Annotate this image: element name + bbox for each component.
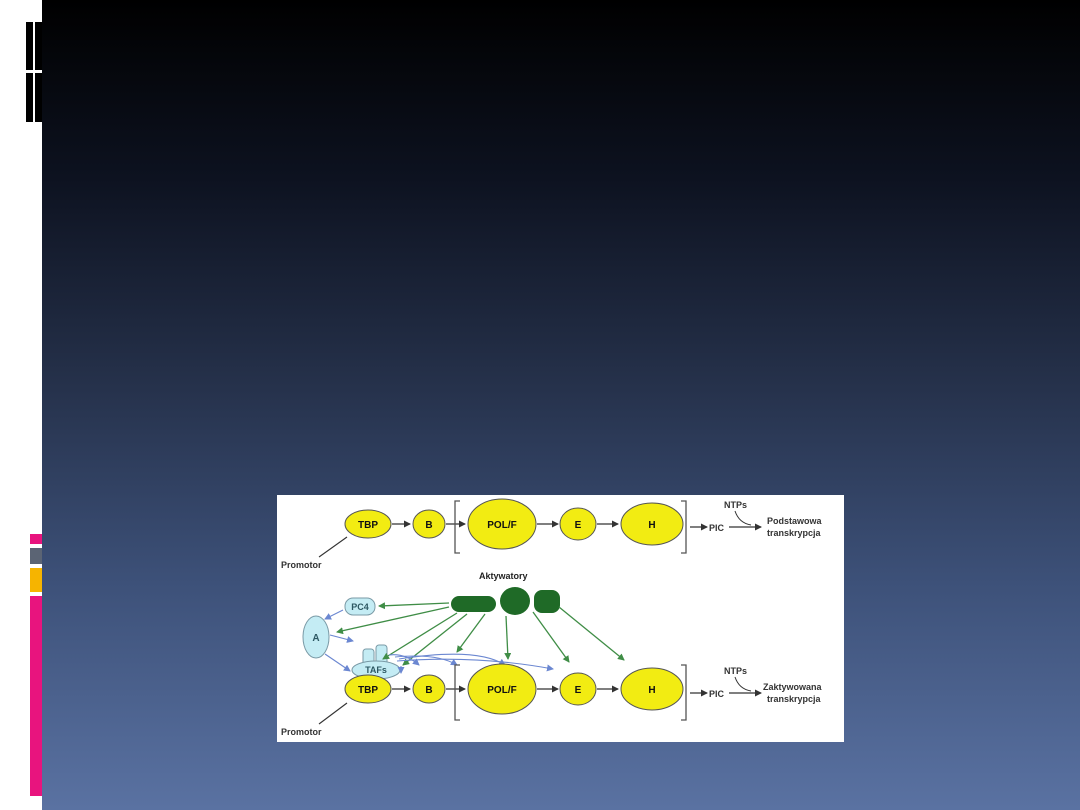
pc4-label: PC4 — [351, 602, 369, 612]
activated-tbp-label: TBP — [358, 685, 378, 696]
a-node — [302, 615, 330, 659]
activators-label: Aktywatory — [479, 571, 528, 581]
basal-bracket-right — [681, 500, 687, 554]
activated-ntps-arrow — [734, 676, 752, 692]
transcription-diagram: TBP B POL/F E H PIC NTPs — [277, 495, 844, 742]
a-label: A — [312, 633, 319, 644]
decor-square-gray — [30, 548, 42, 564]
basal-ntps-arrow — [734, 510, 752, 526]
basal-polf-node — [467, 498, 537, 550]
activated-tbp-node — [344, 674, 392, 704]
activated-h-node — [620, 667, 684, 711]
basal-h-node — [620, 502, 684, 546]
basal-tbp-node — [344, 509, 392, 539]
blue-arrow — [388, 654, 420, 666]
decor-square-orange — [30, 568, 42, 592]
green-arrow — [456, 613, 486, 653]
tafs-label: TAFs — [365, 665, 387, 675]
activator-round — [500, 587, 530, 615]
activated-polf-label: POL/F — [487, 685, 516, 696]
basal-pic-label: PIC — [709, 523, 725, 533]
basal-result-line1: Podstawowa — [767, 516, 823, 526]
activated-bracket-left — [454, 664, 460, 721]
activated-promoter-label: Promotor — [281, 727, 322, 737]
basal-result-line2: transkrypcja — [767, 528, 822, 538]
blue-arrow — [324, 653, 351, 672]
activated-promoter-pointer — [318, 702, 348, 725]
green-arrow — [378, 602, 450, 610]
basal-e-node — [559, 507, 597, 541]
activator-square — [534, 590, 560, 613]
green-arrow — [336, 606, 450, 635]
basal-bracket-left — [454, 500, 460, 554]
activated-h-label: H — [648, 685, 655, 696]
green-arrow — [382, 612, 458, 660]
basal-h-label: H — [648, 520, 655, 531]
pc4-node — [344, 597, 376, 616]
activators-group: Aktywatory — [451, 571, 560, 615]
diagram-canvas: TBP B POL/F E H PIC NTPs — [281, 498, 823, 737]
activated-ntps-label: NTPs — [724, 666, 747, 676]
basal-ntps-label: NTPs — [724, 500, 747, 510]
activated-bracket-right — [681, 664, 687, 721]
activated-polf-node — [467, 663, 537, 715]
basal-polf-label: POL/F — [487, 520, 516, 531]
activated-result-line2: transkrypcja — [767, 694, 822, 704]
activated-b-node — [412, 674, 446, 704]
blue-arrow — [398, 653, 506, 666]
coactivators-group: PC4 A TAFs — [302, 597, 401, 680]
blue-arrow — [324, 609, 344, 620]
decor-square-pink — [30, 534, 42, 544]
activated-row: TBP B POL/F E H PIC NTPs — [281, 663, 823, 737]
decor-bar-pink — [30, 596, 42, 796]
blue-arrow — [396, 658, 554, 672]
basal-row: TBP B POL/F E H PIC NTPs — [281, 498, 823, 570]
basal-b-label: B — [425, 520, 432, 531]
basal-e-label: E — [575, 520, 582, 531]
basal-promoter-pointer — [318, 536, 348, 558]
basal-tbp-label: TBP — [358, 520, 378, 531]
coactivator-arrows — [324, 609, 554, 674]
activator-rounded — [451, 596, 496, 612]
basal-promoter-label: Promotor — [281, 560, 322, 570]
blue-arrow — [329, 634, 354, 643]
green-arrow — [532, 611, 570, 663]
activated-b-label: B — [425, 685, 432, 696]
activated-e-node — [559, 672, 597, 706]
decor-slit — [26, 70, 42, 73]
activated-result-line1: Zaktywowana — [763, 682, 823, 692]
green-arrow — [504, 615, 512, 660]
activated-e-label: E — [575, 685, 582, 696]
activated-pic-label: PIC — [709, 689, 725, 699]
basal-b-node — [412, 509, 446, 539]
green-arrow — [558, 606, 625, 661]
